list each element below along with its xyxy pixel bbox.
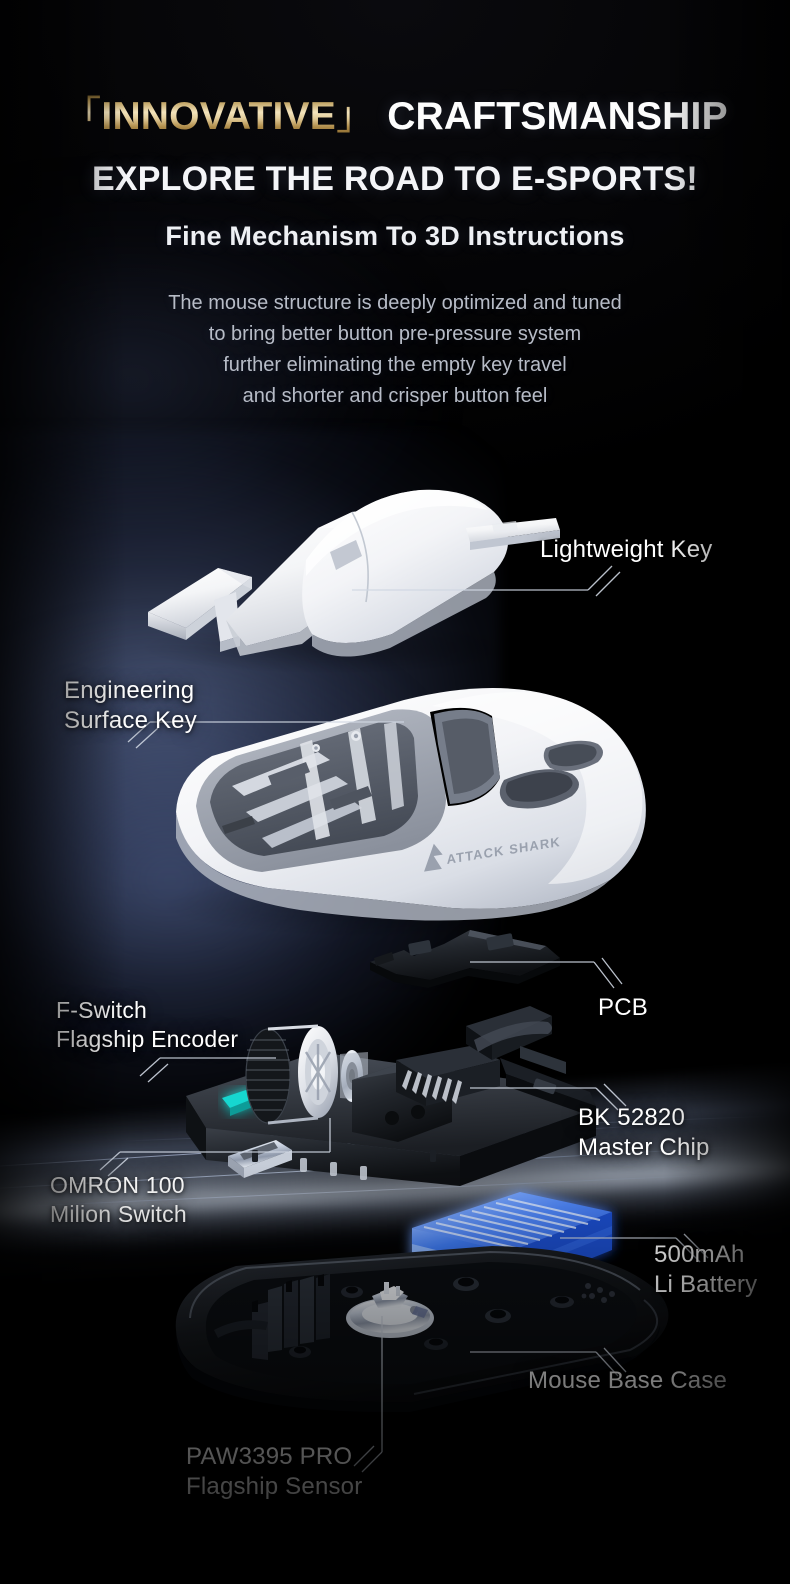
callout-f-switch-line1: F-Switch xyxy=(56,997,148,1023)
callout-bk-master-chip-line1: BK 52820 xyxy=(578,1104,686,1131)
callout-pcb: PCB xyxy=(598,993,648,1023)
description-line-3: further eliminating the empty key travel xyxy=(223,354,567,376)
bracket-close: 」 xyxy=(335,95,376,138)
description-paragraph: The mouse structure is deeply optimized … xyxy=(0,288,790,412)
callout-pcb-line1: PCB xyxy=(598,994,648,1021)
callout-li-battery: 500mAh Li Battery xyxy=(654,1240,757,1300)
bracket-open: 「 xyxy=(62,95,102,138)
description-line-4: and shorter and crisper button feel xyxy=(242,385,548,407)
callout-paw-sensor-line1: PAW3395 PRO xyxy=(186,1443,353,1470)
callout-li-battery-line2: Li Battery xyxy=(654,1271,758,1298)
callout-paw-sensor-line2: Flagship Sensor xyxy=(186,1473,363,1500)
callout-lightweight-key-line1: Lightweight Key xyxy=(540,536,713,563)
callout-lightweight-key: Lightweight Key xyxy=(540,535,712,565)
callout-paw-sensor: PAW3395 PRO Flagship Sensor xyxy=(186,1442,362,1502)
callout-engineering-surface-key-line2: Surface Key xyxy=(64,707,197,734)
page-subtitle: EXPLORE THE ROAD TO E-SPORTS! xyxy=(92,160,698,199)
callout-mouse-base-case-line1: Mouse Base Case xyxy=(528,1367,728,1394)
callout-omron-switch: OMRON 100 Milion Switch xyxy=(50,1171,187,1229)
callout-f-switch-line2: Flagship Encoder xyxy=(56,1026,239,1052)
description-line-1: The mouse structure is deeply optimized … xyxy=(168,292,622,314)
page-tagline: Fine Mechanism To 3D Instructions xyxy=(165,221,625,252)
callout-li-battery-line1: 500mAh xyxy=(654,1241,745,1268)
title-rest: CRAFTSMANSHIP xyxy=(387,95,728,138)
page-title: 「INNOVATIVE」 CRAFTSMANSHIP xyxy=(0,95,790,138)
headline-block: 「INNOVATIVE」 CRAFTSMANSHIP EXPLORE THE RO… xyxy=(0,95,790,252)
callout-engineering-surface-key: Engineering Surface Key xyxy=(64,676,197,736)
callout-omron-switch-line2: Milion Switch xyxy=(50,1201,187,1227)
callout-omron-switch-line1: OMRON 100 xyxy=(50,1172,185,1198)
callout-bk-master-chip-line2: Master Chip xyxy=(578,1134,710,1161)
callout-mouse-base-case: Mouse Base Case xyxy=(528,1366,727,1396)
title-highlight: INNOVATIVE xyxy=(101,95,336,138)
callout-f-switch: F-Switch Flagship Encoder xyxy=(56,996,238,1054)
callout-engineering-surface-key-line1: Engineering xyxy=(64,677,195,704)
description-line-2: to bring better button pre-pressure syst… xyxy=(208,323,582,345)
callout-bk-master-chip: BK 52820 Master Chip xyxy=(578,1103,710,1163)
